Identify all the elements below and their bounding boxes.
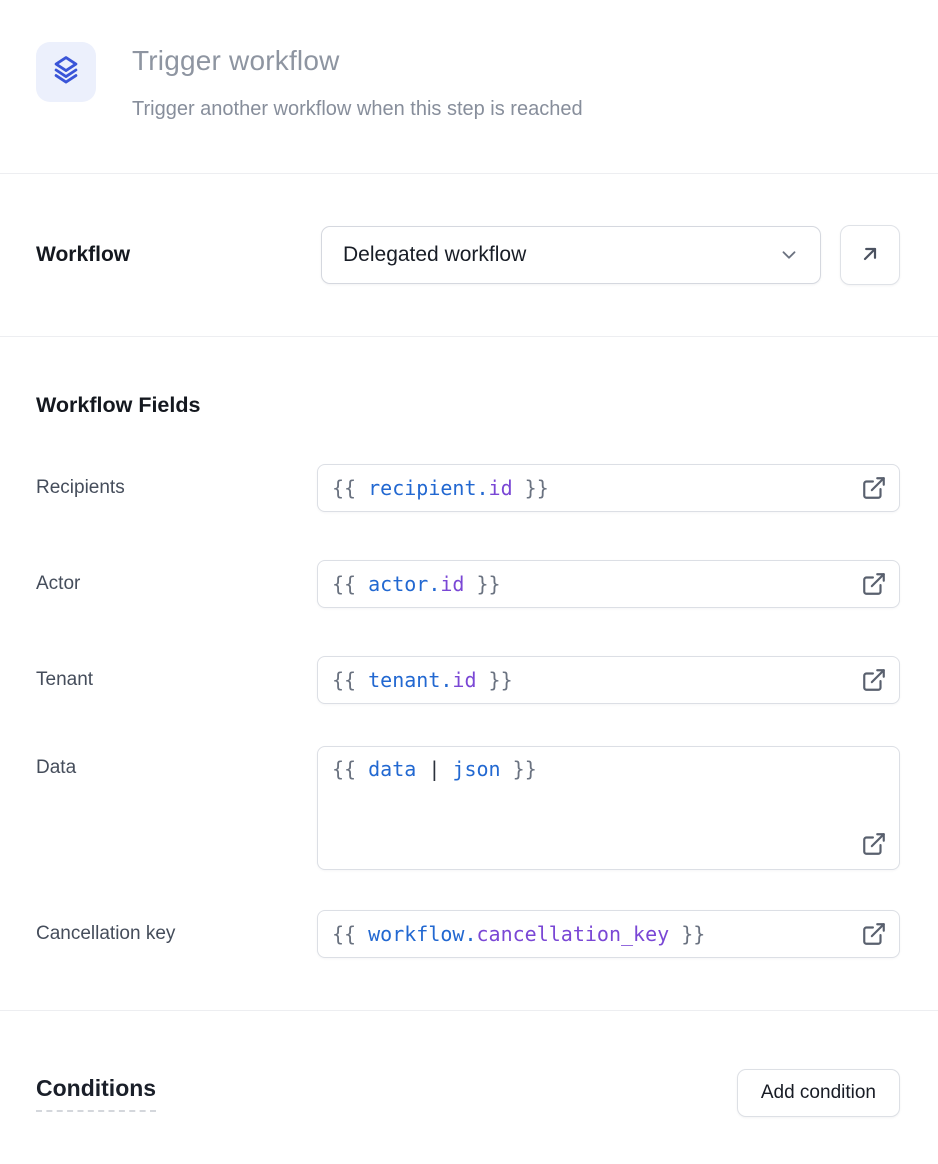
- field-row: Recipients {{ recipient.id }}: [36, 464, 900, 512]
- workflow-fields-title: Workflow Fields: [36, 393, 201, 417]
- page-title: Trigger workflow: [132, 45, 340, 76]
- page-subtitle: Trigger another workflow when this step …: [132, 97, 583, 120]
- field-label: Actor: [36, 573, 81, 594]
- field-row: Cancellation key {{ workflow.cancellation…: [36, 910, 900, 958]
- workflow-controls: Delegated workflow: [321, 225, 900, 285]
- conditions-title: Conditions: [36, 1075, 157, 1112]
- field-label: Data: [36, 757, 77, 778]
- workflow-label: Workflow: [36, 243, 131, 266]
- field-row: Data {{ data | json }}: [36, 746, 900, 870]
- step-icon-box: [36, 42, 96, 102]
- header-text: Trigger workflow Trigger another workflo…: [132, 42, 583, 121]
- field-row: Actor {{ actor.id }}: [36, 560, 900, 608]
- workflow-selector-row: Workflow Delegated workflow: [0, 174, 938, 337]
- external-link-icon[interactable]: [861, 667, 887, 693]
- conditions-section: Conditions Add condition: [0, 1011, 938, 1117]
- field-label: Tenant: [36, 669, 94, 690]
- field-template-input[interactable]: {{ recipient.id }}: [317, 464, 900, 512]
- field-label: Recipients: [36, 477, 125, 498]
- layers-icon: [49, 53, 83, 92]
- chevron-down-icon: [778, 244, 800, 266]
- external-link-icon[interactable]: [861, 571, 887, 597]
- panel-header: Trigger workflow Trigger another workflo…: [0, 0, 938, 174]
- workflow-select[interactable]: Delegated workflow: [321, 226, 821, 284]
- workflow-fields-section: Workflow Fields Recipients {{ recipient.i…: [0, 337, 938, 1011]
- workflow-select-value: Delegated workflow: [343, 243, 527, 266]
- template-code: {{ data | json }}: [332, 757, 537, 781]
- template-code: {{ recipient.id }}: [332, 476, 549, 500]
- template-code: {{ workflow.cancellation_key }}: [332, 922, 706, 946]
- external-link-icon[interactable]: [861, 921, 887, 947]
- field-template-input[interactable]: {{ actor.id }}: [317, 560, 900, 608]
- field-template-input[interactable]: {{ data | json }}: [317, 746, 900, 870]
- field-template-input[interactable]: {{ tenant.id }}: [317, 656, 900, 704]
- template-code: {{ actor.id }}: [332, 572, 501, 596]
- external-link-icon[interactable]: [861, 475, 887, 501]
- external-link-icon[interactable]: [861, 831, 887, 857]
- arrow-up-right-icon: [858, 242, 882, 269]
- workflow-fields-list: Recipients {{ recipient.id }} Actor {{ acto…: [36, 464, 900, 958]
- add-condition-button[interactable]: Add condition: [736, 1069, 900, 1117]
- open-workflow-button[interactable]: [840, 225, 900, 285]
- field-label: Cancellation key: [36, 923, 176, 944]
- field-template-input[interactable]: {{ workflow.cancellation_key }}: [317, 910, 900, 958]
- template-code: {{ tenant.id }}: [332, 668, 513, 692]
- field-row: Tenant {{ tenant.id }}: [36, 656, 900, 704]
